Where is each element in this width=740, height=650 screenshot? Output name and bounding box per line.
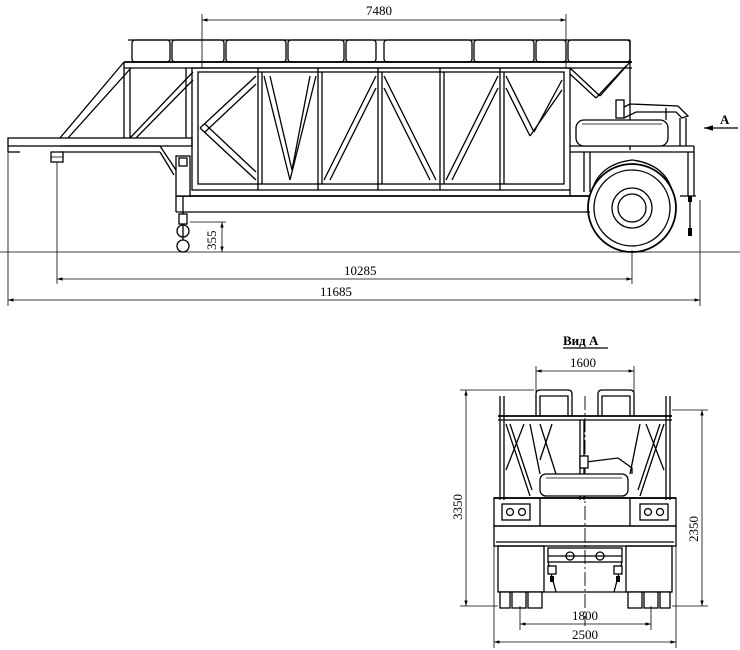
dim-top-width: 1600 (535, 355, 635, 392)
dim-top-length-label: 7480 (366, 3, 392, 18)
dim-overall-width-label: 2500 (572, 627, 598, 642)
dim-wheelbase-label: 10285 (344, 263, 377, 278)
side-view: A 7480 (0, 3, 740, 306)
rear-railings (498, 389, 672, 500)
dim-top-width-label: 1600 (570, 355, 596, 370)
dim-overall-height: 3350 (450, 389, 534, 607)
view-a-title: Вид А (563, 333, 599, 348)
gooseneck-frame (59, 61, 194, 139)
rear-seat (539, 455, 633, 497)
dim-overall-length: 11685 (7, 152, 701, 306)
dim-platform-height-label: 2350 (686, 516, 701, 542)
rear-wheel (587, 159, 692, 253)
dim-track-label: 1800 (572, 608, 598, 623)
dim-overall-height-label: 3350 (450, 494, 465, 520)
top-railing (128, 39, 631, 63)
wheel-right (627, 591, 671, 609)
dim-support-height-label: 355 (204, 231, 219, 251)
rear-frame (569, 40, 696, 197)
dim-overall-length-label: 11685 (320, 284, 352, 299)
dim-platform-height: 2350 (672, 409, 708, 607)
coupling-platform (7, 137, 193, 176)
dim-wheelbase: 10285 (56, 162, 633, 284)
dim-track: 1800 (519, 606, 652, 630)
section-marker-label: A (720, 112, 730, 127)
chassis-beam (175, 190, 590, 213)
landing-gear (175, 155, 191, 253)
dim-overall-width: 2500 (493, 546, 677, 648)
main-truss (191, 67, 571, 191)
dim-top-length: 7480 (201, 3, 567, 68)
dim-support-height: 355 (190, 221, 226, 252)
wheel-left (499, 591, 543, 609)
rear-chassis (493, 497, 677, 547)
operator-seat (575, 99, 690, 147)
section-marker-a: A (704, 112, 738, 131)
view-a: Вид А 1600 (450, 333, 708, 648)
